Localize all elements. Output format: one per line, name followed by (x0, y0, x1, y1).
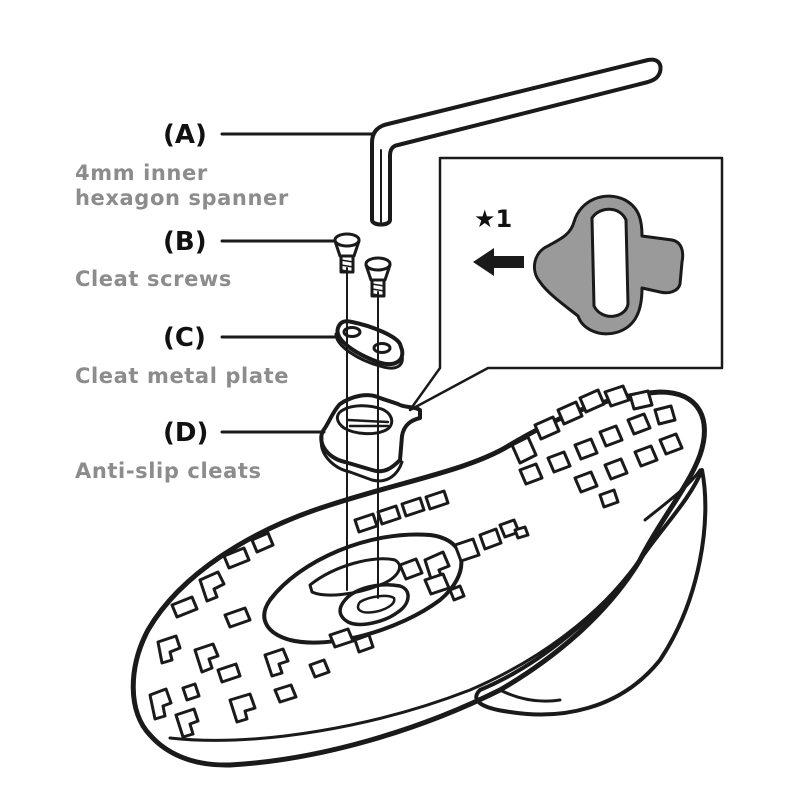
part-letter-d: (D) (163, 418, 208, 448)
part-description-c: Cleat metal plate (75, 364, 289, 388)
inset-callout: ★1 (408, 156, 724, 412)
leader-lines (220, 132, 374, 434)
sole-tread-lugs (148, 384, 684, 739)
shoe-sole (130, 389, 708, 768)
part-description-a-line-2: hexagon spanner (75, 186, 289, 210)
part-description-a-line-1: 4mm inner (75, 161, 208, 185)
installed-cleat (338, 583, 410, 627)
cleat-screw-1 (333, 232, 361, 274)
part-letter-c: (C) (163, 323, 206, 353)
cleat-screws (333, 232, 392, 298)
part-letter-b: (B) (163, 227, 207, 257)
part-label-c: (C) Cleat metal plate (75, 323, 289, 388)
anti-slip-cleat (319, 393, 422, 483)
part-label-d: (D) Anti-slip cleats (75, 418, 262, 483)
cleat-screw-2 (364, 256, 392, 298)
part-description-b: Cleat screws (75, 267, 232, 291)
arrow-left-icon (473, 248, 524, 276)
inset-note: ★1 (474, 205, 512, 233)
part-label-a: (A) 4mm inner hexagon spanner (75, 120, 289, 210)
part-letter-a: (A) (163, 120, 207, 150)
cleat-metal-plate (334, 319, 405, 370)
hex-key (370, 57, 663, 227)
part-description-d: Anti-slip cleats (75, 459, 262, 483)
part-label-b: (B) Cleat screws (75, 227, 232, 291)
cleat-top-view (532, 194, 685, 336)
